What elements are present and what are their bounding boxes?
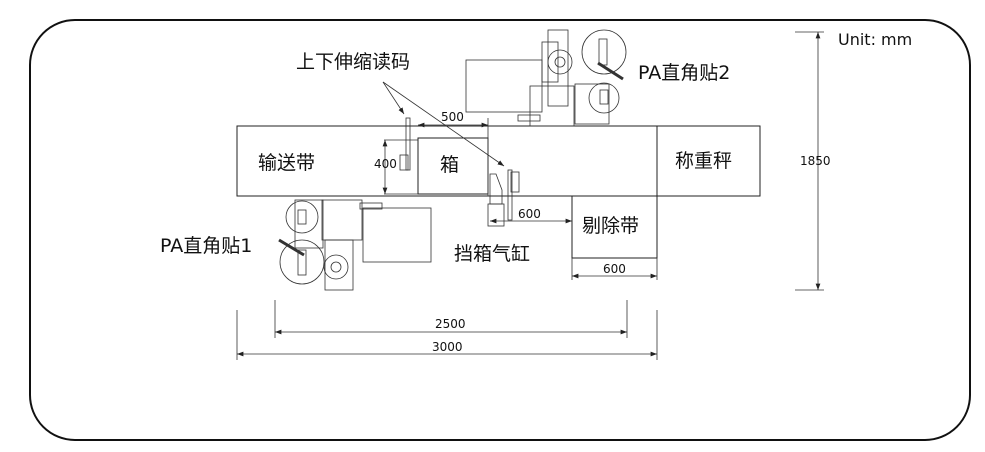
stop-cylinder-label: 挡箱气缸 [454, 243, 530, 265]
code-reader-1-head [399, 154, 409, 171]
code-reader-label: 上下伸缩读码 [296, 51, 410, 73]
labeler-2 [465, 29, 627, 127]
leader-line [382, 81, 505, 167]
total-length-value: 3000 [432, 340, 463, 354]
scale-label: 称重秤 [675, 150, 732, 172]
cylinder-reject-value: 600 [518, 207, 541, 221]
code-reader-2-head [510, 171, 520, 193]
box-height-value: 400 [374, 157, 397, 171]
stop-cylinder [489, 173, 503, 205]
labeler-span-value: 2500 [435, 317, 466, 331]
box-label: 箱 [440, 154, 459, 176]
labeler-2-label: PA直角贴2 [638, 62, 730, 84]
stop-cylinder-body [487, 203, 505, 227]
box-length-value: 500 [441, 110, 464, 124]
diagram-frame [29, 19, 971, 441]
conveyor-label: 输送带 [258, 152, 315, 174]
labeler-1 [278, 199, 432, 291]
unit-label: Unit: mm [838, 30, 912, 49]
reject-belt [571, 195, 658, 259]
total-width-value: 1850 [800, 154, 831, 168]
reject-width-value: 600 [603, 262, 626, 276]
leader-line [382, 81, 405, 115]
conveyor-line [236, 125, 761, 197]
labeler-1-label: PA直角贴1 [160, 235, 252, 257]
reject-belt-label: 剔除带 [582, 215, 639, 237]
